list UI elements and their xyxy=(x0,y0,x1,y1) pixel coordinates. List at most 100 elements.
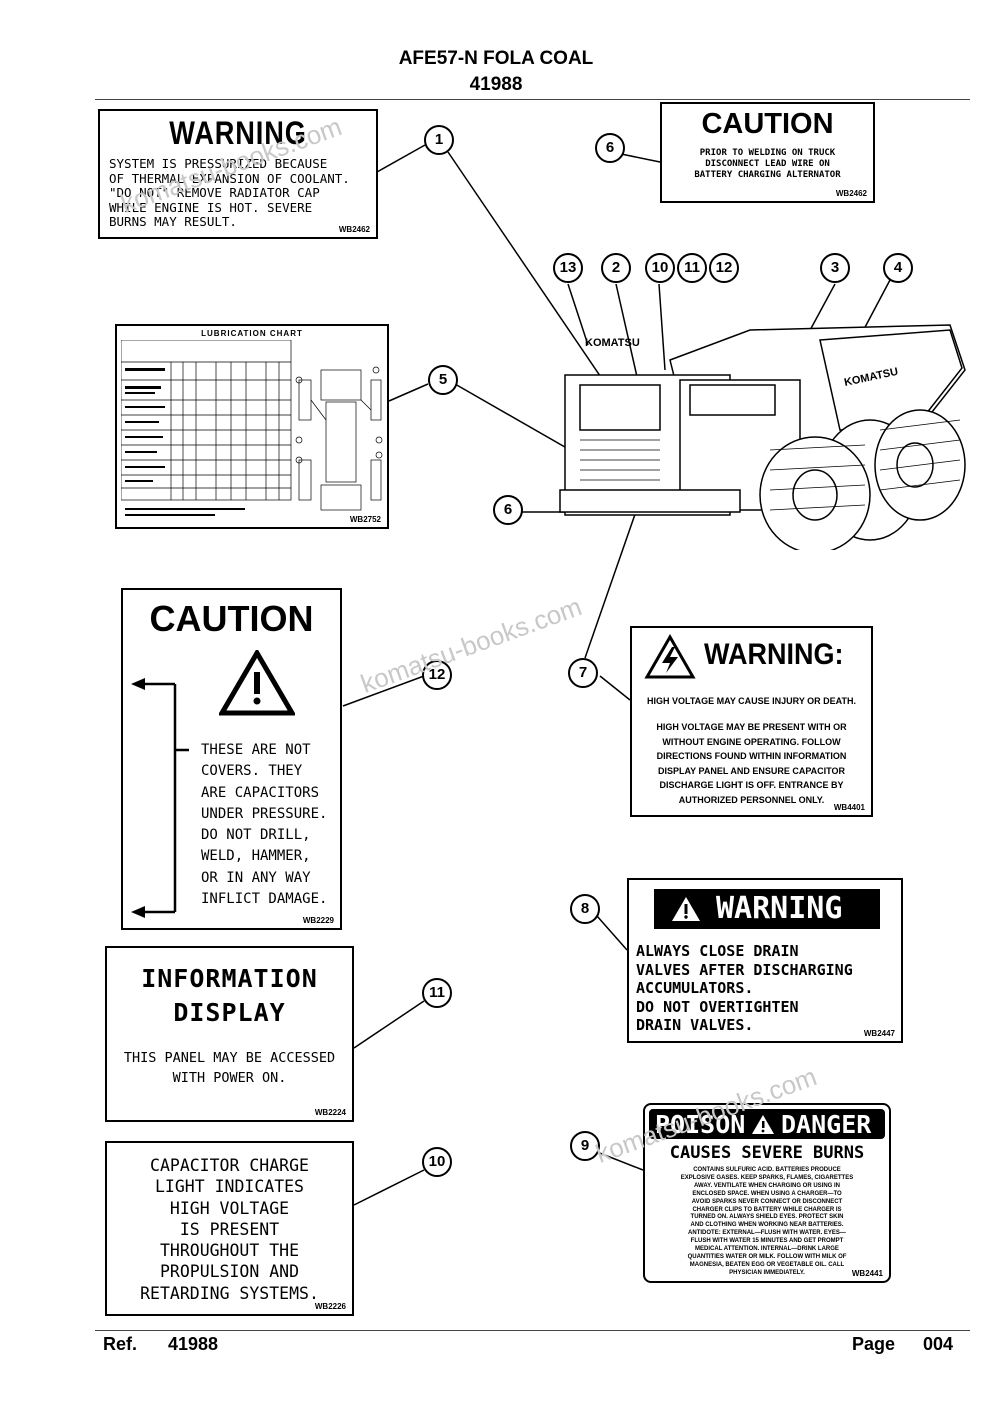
decal-line: DISCONNECT LEAD WIRE ON xyxy=(705,159,830,169)
decal-line: CHARGER CLIPS TO BATTERY WHILE CHARGER I… xyxy=(692,1206,842,1213)
callout-11: 11 xyxy=(422,978,452,1008)
callout-3: 3 xyxy=(820,253,850,283)
decal-line: THIS PANEL MAY BE ACCESSED xyxy=(123,1050,336,1066)
decal-line: PRIOR TO WELDING ON TRUCK xyxy=(699,148,836,158)
decal-title-right: DANGER xyxy=(781,1110,872,1139)
decal-line: FLUSH WITH WATER 15 MINUTES AND GET PROM… xyxy=(690,1238,844,1245)
warning-triangle-icon xyxy=(672,897,700,921)
callout-2: 2 xyxy=(601,253,631,283)
callout-1: 1 xyxy=(424,125,454,155)
warning-decal-radiator: WARNING SYSTEM IS PRESSURIZED BECAUSE OF… xyxy=(98,109,378,239)
decal-code: WB2226 xyxy=(314,1302,346,1311)
decal-line: ANTIDOTE: EXTERNAL—FLUSH WITH WATER. EYE… xyxy=(688,1230,846,1237)
callout-11: 11 xyxy=(677,253,707,283)
decal-title-left: POISON xyxy=(655,1110,746,1139)
footer-ref-value: 41988 xyxy=(168,1334,219,1354)
callout-4: 4 xyxy=(883,253,913,283)
decal-line: CAPACITOR CHARGE xyxy=(150,1156,309,1175)
capacitor-charge-decal: CAPACITOR CHARGE LIGHT INDICATES HIGH VO… xyxy=(105,1141,354,1316)
callout-5: 5 xyxy=(428,365,458,395)
decal-line: WELD, HAMMER, xyxy=(201,848,311,865)
decal-code: WB2447 xyxy=(863,1029,895,1038)
decal-title: CAUTION xyxy=(149,598,314,639)
decal-code: WB2752 xyxy=(349,515,381,524)
document-title: AFE57-N FOLA COAL xyxy=(398,48,594,69)
decal-line: OF THERMAL EXPANSION OF COOLANT. xyxy=(109,170,350,186)
decal-code: WB4401 xyxy=(833,803,865,812)
decal-line: MAGNESIA, BEATEN EGG OR VEGETABLE OIL. C… xyxy=(689,1261,845,1268)
lubrication-chart-decal: LUBRICATION CHART xyxy=(115,324,389,529)
decal-line: HIGH VOLTAGE MAY BE PRESENT WITH OR xyxy=(656,722,847,732)
callout-12: 12 xyxy=(422,660,452,690)
decal-code: WB2441 xyxy=(851,1269,883,1278)
decal-title: CAUTION xyxy=(701,108,834,140)
decal-line: THROUGHOUT THE xyxy=(159,1241,300,1261)
decal-code: WB2229 xyxy=(302,916,334,925)
callout-10: 10 xyxy=(422,1147,452,1177)
document-ref-number: 41988 xyxy=(469,74,523,95)
footer-rule xyxy=(95,1330,970,1331)
callout-8: 8 xyxy=(570,894,600,924)
decal-title: WARNING: xyxy=(704,638,844,671)
decal-line: DO NOT OVERTIGHTEN xyxy=(636,997,799,1016)
decal-line: TURNED ON. ALWAYS SHIELD EYES. PROTECT S… xyxy=(690,1214,844,1221)
decal-line: AUTHORIZED PERSONNEL ONLY. xyxy=(678,794,825,805)
decal-line: "DO NOT" REMOVE RADIATOR CAP xyxy=(109,185,320,200)
decal-line: BURNS MAY RESULT. xyxy=(109,214,237,229)
callout-12: 12 xyxy=(709,253,739,283)
decal-line: QUANTITIES WATER OR MILK. FOLLOW WITH MI… xyxy=(687,1253,847,1260)
decal-line: AND CLOTHING WHEN WORKING NEAR BATTERIES… xyxy=(690,1222,844,1229)
footer-page-value: 004 xyxy=(923,1334,954,1354)
decal-code: WB2224 xyxy=(314,1108,346,1117)
decal-line: RETARDING SYSTEMS. xyxy=(140,1283,319,1303)
decal-code: WB2462 xyxy=(338,225,370,234)
callout-9: 9 xyxy=(570,1131,600,1161)
warning-decal-drain-valves: WARNING ALWAYS CLOSE DRAIN VALVES AFTER … xyxy=(627,878,903,1043)
decal-line: UNDER PRESSURE. xyxy=(201,805,328,822)
bracket-arrow-icon xyxy=(131,678,189,918)
callout-10: 10 xyxy=(645,253,675,283)
decal-line: AWAY. VENTILATE WHEN CHARGING OR USING I… xyxy=(693,1182,840,1189)
decal-line: WITHOUT ENGINE OPERATING. FOLLOW xyxy=(662,736,841,747)
warning-banner: WARNING xyxy=(654,889,880,929)
callout-6: 6 xyxy=(493,495,523,525)
decal-line: THESE ARE NOT xyxy=(201,742,311,758)
warning-triangle-icon xyxy=(752,1115,774,1134)
decal-line: LIGHT INDICATES xyxy=(154,1177,304,1197)
decal-subtitle: CAUSES SEVERE BURNS xyxy=(669,1143,865,1163)
decal-line: DRAIN VALVES. xyxy=(636,1016,754,1034)
warning-triangle-icon xyxy=(219,650,295,716)
decal-line: PHYSICIAN IMMEDIATELY. xyxy=(729,1269,805,1276)
callout-6: 6 xyxy=(595,133,625,163)
decal-line: HIGH VOLTAGE xyxy=(169,1198,290,1218)
caution-decal-welding: CAUTION PRIOR TO WELDING ON TRUCK DISCON… xyxy=(660,102,875,203)
decal-line: ACCUMULATORS. xyxy=(636,979,754,997)
danger-banner: POISON DANGER xyxy=(649,1109,885,1139)
decal-line: ARE CAPACITORS xyxy=(201,784,320,801)
caution-decal-capacitors: CAUTION THESE ARE NOT COVERS. THEY ARE C… xyxy=(121,588,342,930)
decal-title: INFORMATION xyxy=(141,964,318,993)
decal-line: OR IN ANY WAY xyxy=(201,869,311,886)
truck-brand-front: KOMATSU xyxy=(585,337,640,349)
lubrication-chart-graphic xyxy=(121,340,383,516)
decal-line: WITH POWER ON. xyxy=(172,1070,287,1086)
decal-line: EXPLOSIVE GASES. KEEP SPARKS, FLAMES, CI… xyxy=(680,1174,854,1181)
decal-line: VALVES AFTER DISCHARGING xyxy=(636,960,853,979)
decal-title: DISPLAY xyxy=(173,998,286,1027)
decal-code: WB2462 xyxy=(835,189,867,198)
decal-line: DIRECTIONS FOUND WITHIN INFORMATION xyxy=(656,751,847,761)
decal-line: AVOID SPARKS NEVER CONNECT OR DISCONNECT xyxy=(691,1198,843,1205)
decal-title: LUBRICATION CHART xyxy=(201,329,303,338)
decal-line: ALWAYS CLOSE DRAIN xyxy=(636,942,799,960)
decal-line: SYSTEM IS PRESSURIZED BECAUSE xyxy=(109,156,328,171)
decal-line: BATTERY CHARGING ALTERNATOR xyxy=(694,170,841,180)
decal-line: WHILE ENGINE IS HOT. SEVERE xyxy=(109,199,313,215)
decal-lead: HIGH VOLTAGE MAY CAUSE INJURY OR DEATH. xyxy=(646,696,857,706)
dump-truck-illustration: KOMATSU KOMATSU xyxy=(559,324,966,550)
footer-page-label: Page xyxy=(852,1334,896,1354)
danger-decal-battery-acid: POISON DANGER CAUSES SEVERE BURNS CONTAI… xyxy=(643,1103,891,1283)
warning-decal-high-voltage: WARNING: HIGH VOLTAGE MAY CAUSE INJURY O… xyxy=(630,626,873,817)
decal-line: DISCHARGE LIGHT IS OFF. ENTRANCE BY xyxy=(659,780,844,790)
decal-line: IS PRESENT xyxy=(179,1219,280,1239)
callout-13: 13 xyxy=(553,253,583,283)
